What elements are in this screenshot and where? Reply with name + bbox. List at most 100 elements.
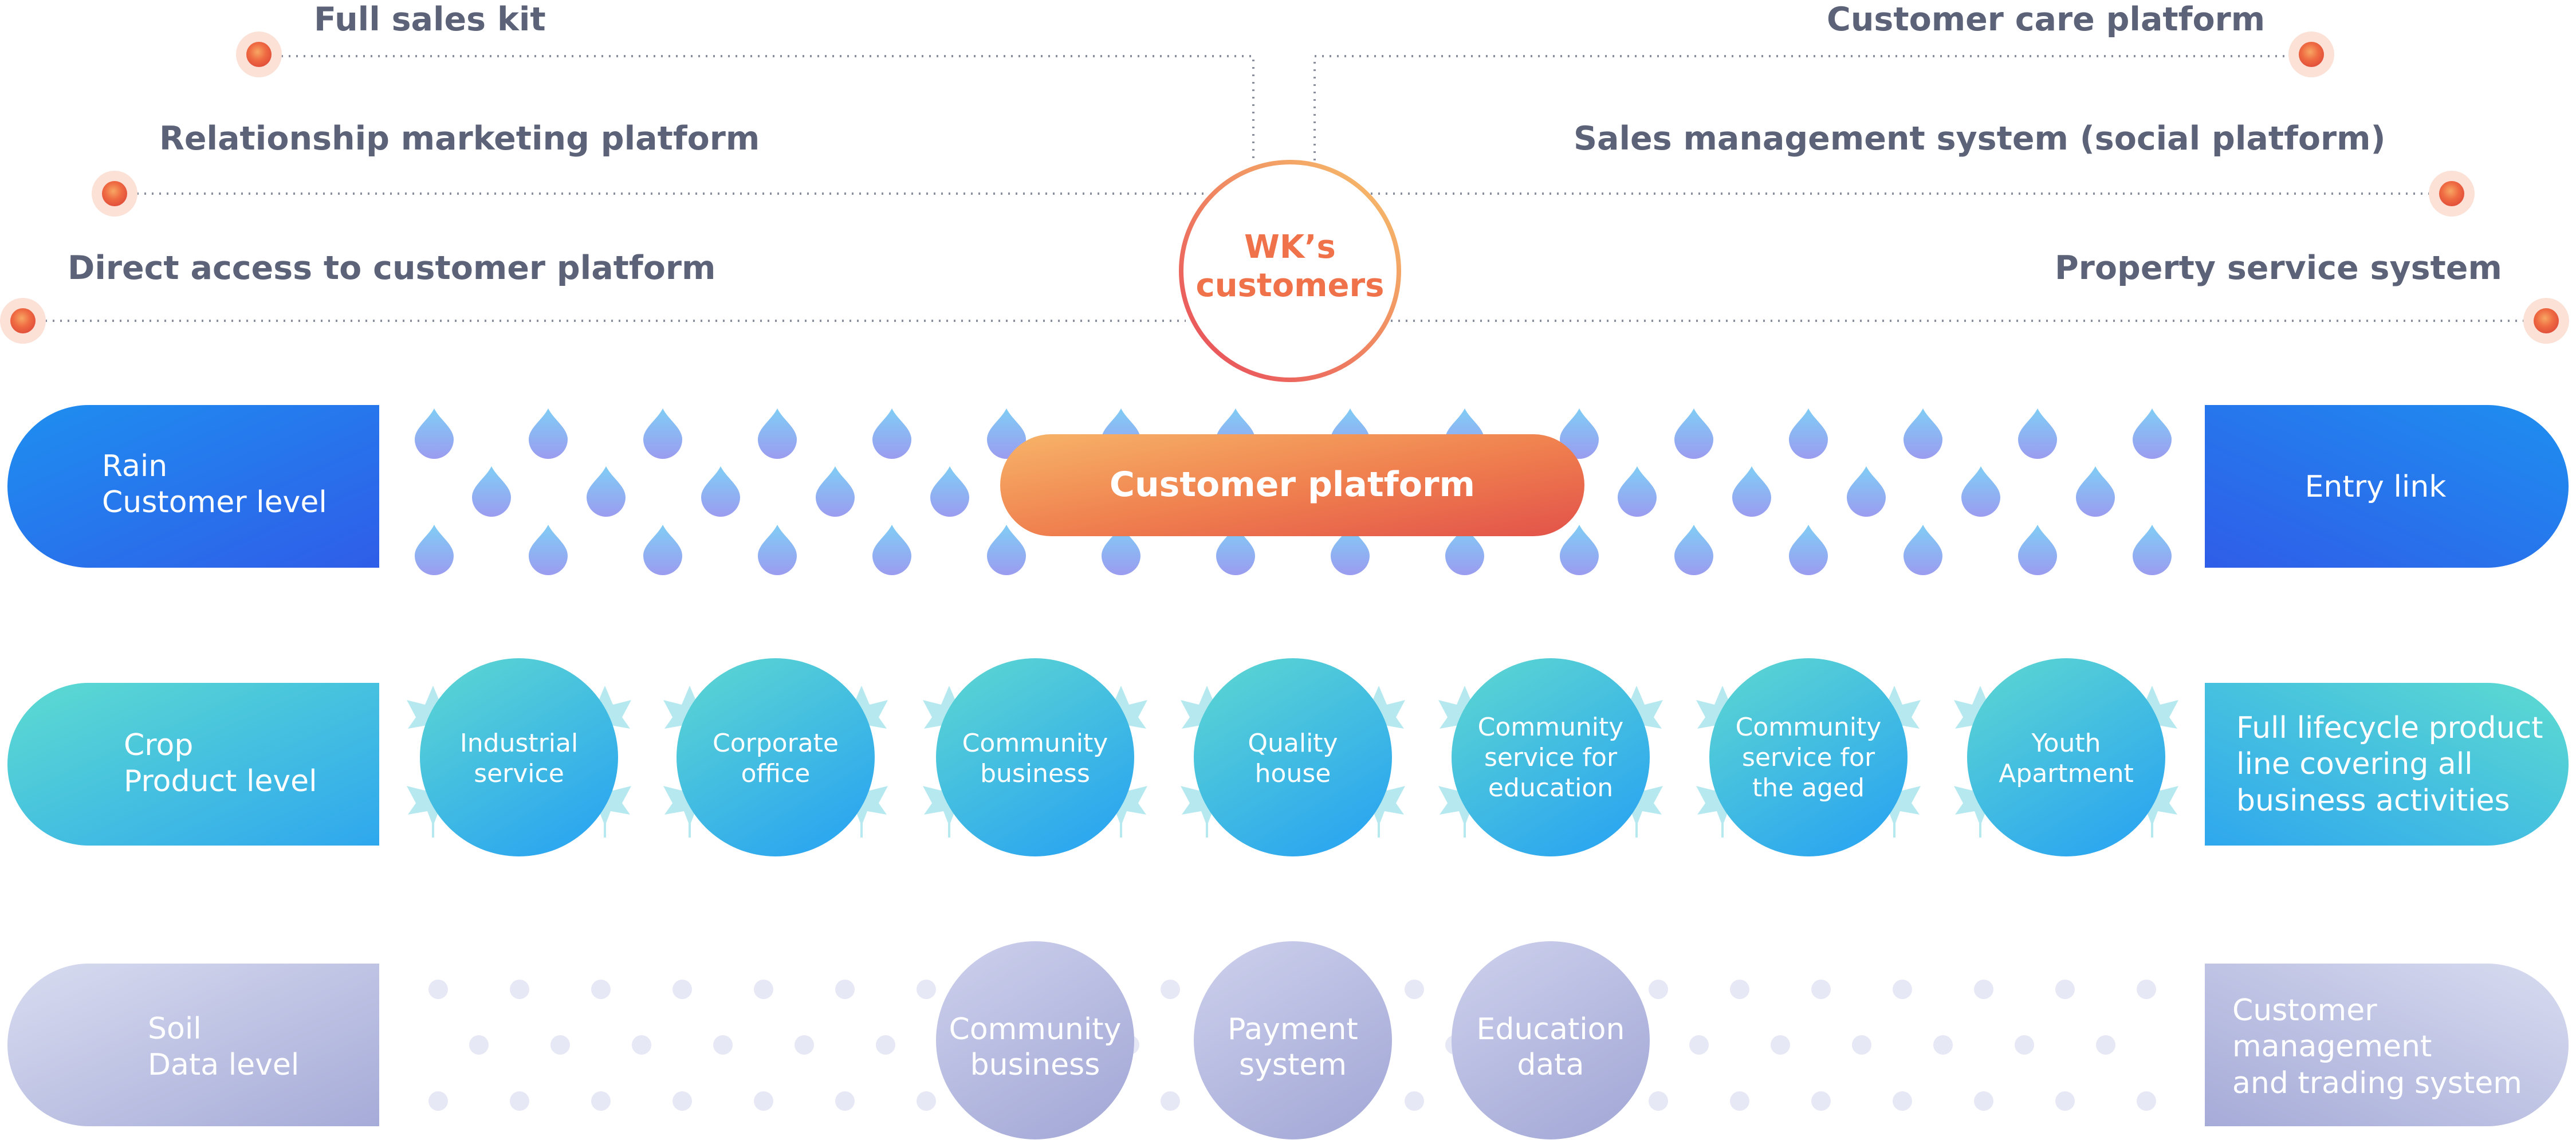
soil-dot (2055, 1091, 2075, 1111)
raindrop-icon (1618, 466, 1657, 517)
raindrop-icon (643, 525, 682, 575)
raindrop-icon (1847, 466, 1886, 517)
raindrop-icon (758, 525, 797, 575)
raindrop-icon (701, 466, 740, 517)
soil-dot (2137, 1091, 2156, 1111)
crop-circle-text: Youth Apartment (1999, 729, 2134, 788)
label-sales-management: Sales management system (social platform… (1574, 120, 2386, 158)
crop-right-pill (2205, 683, 2569, 846)
soil-left-pill-text: Soil Data level (148, 1012, 300, 1083)
raindrop-icon (1674, 525, 1713, 575)
raindrop-icon (1560, 408, 1599, 459)
soil-dot (1811, 980, 1831, 999)
soil-dot (2137, 980, 2156, 999)
soil-dot (591, 1091, 611, 1111)
crop-left-pill (7, 683, 379, 846)
soil-dot (754, 980, 773, 999)
label-customer-care: Customer care platform (1827, 1, 2266, 38)
rain-left-pill (7, 405, 379, 568)
soil-dot (428, 980, 448, 999)
raindrop-icon (1904, 408, 1942, 459)
label-property-service: Property service system (2055, 249, 2502, 287)
soil-dot (1893, 980, 1912, 999)
soil-dot (1852, 1035, 1871, 1055)
crop-circle (1709, 658, 1908, 856)
crop-circle-text: Community service for education (1477, 713, 1624, 803)
crop-right-pill-text: Full lifecycle product line covering all… (2236, 711, 2543, 818)
crop-circle-text: Community business (962, 729, 1108, 788)
soil-dot (510, 1091, 529, 1111)
soil-dot (917, 980, 936, 999)
soil-dot (1689, 1035, 1709, 1055)
soil-right-pill (2205, 964, 2569, 1126)
soil-dot (672, 1091, 692, 1111)
soil-dot (1730, 980, 1749, 999)
raindrop-icon (2018, 525, 2057, 575)
soil-dot (1730, 1091, 1749, 1111)
crop-circle-text: Community service for the aged (1735, 713, 1882, 803)
rain-left-pill-text: Rain Customer level (102, 449, 327, 520)
soil-dot (1161, 1091, 1180, 1111)
soil-dot (510, 980, 529, 999)
node-icon (2523, 298, 2569, 344)
soil-dot (1161, 980, 1180, 999)
soil-dot (876, 1035, 895, 1055)
crop-circle-text: Corporate office (713, 729, 839, 788)
connector-customer-care (1313, 55, 2311, 160)
raindrop-icon (472, 466, 511, 517)
raindrop-icon (987, 408, 1026, 459)
soil-dot (2015, 1035, 2034, 1055)
rain-right-pill-text: Entry link (2304, 470, 2447, 504)
soil-dot (754, 1091, 773, 1111)
crop-circles (420, 658, 2165, 856)
raindrop-icon (930, 466, 969, 517)
soil-dot (1811, 1091, 1831, 1111)
connector-lines (23, 55, 2546, 322)
soil-dot (1405, 980, 1424, 999)
crop-circle-text: Quality house (1248, 729, 1338, 788)
raindrop-icon (758, 408, 797, 459)
raindrop-icon (415, 408, 454, 459)
soil-right-pill-text: Customer management and trading system (2232, 993, 2522, 1100)
raindrop-icon (587, 466, 626, 517)
raindrop-icon (2076, 466, 2115, 517)
soil-dot (835, 980, 855, 999)
raindrop-icon (1789, 408, 1828, 459)
crop-circle (1967, 658, 2165, 856)
soil-circle (1194, 941, 1392, 1139)
soil-dot (1974, 980, 1993, 999)
soil-dot (1649, 1091, 1668, 1111)
raindrop-icon (1961, 466, 2000, 517)
label-full-sales-kit: Full sales kit (314, 1, 546, 38)
crop-circle (936, 658, 1134, 856)
crop-circle-text: Industrial service (459, 729, 579, 788)
node-icon (2288, 32, 2334, 77)
raindrop-icon (872, 525, 911, 575)
raindrop-icon (1102, 525, 1140, 575)
connector-nodes (0, 32, 2569, 344)
raindrop-icon (2133, 408, 2172, 459)
soil-dot (469, 1035, 489, 1055)
center-circle (1179, 160, 1401, 382)
soil-circle (936, 941, 1134, 1139)
raindrop-icon (1789, 525, 1828, 575)
soil-dot (1974, 1091, 1993, 1111)
soil-dot (835, 1091, 855, 1111)
soil-dot (795, 1035, 814, 1055)
raindrop-icon (2133, 525, 2172, 575)
crop-circle (1452, 658, 1650, 856)
center-circle-text: WK’s customers (1195, 229, 1385, 305)
customer-platform-bar (1000, 434, 1584, 536)
node-icon (236, 32, 282, 77)
soil-dot (428, 1091, 448, 1111)
raindrop-icon (1904, 525, 1942, 575)
raindrop-icon (872, 408, 911, 459)
raindrop-icon (1732, 466, 1771, 517)
node-icon (92, 171, 137, 217)
soil-dot (917, 1091, 936, 1111)
rain-right-pill (2205, 405, 2569, 568)
raindrop-icon (643, 408, 682, 459)
soil-dot (2096, 1035, 2115, 1055)
soil-dot (1933, 1035, 1953, 1055)
